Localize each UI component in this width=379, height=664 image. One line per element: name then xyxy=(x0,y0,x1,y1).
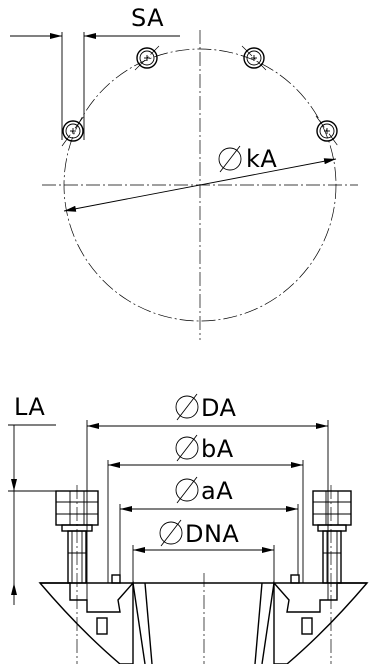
bolt-right xyxy=(312,490,352,584)
diameter-symbol xyxy=(159,519,183,547)
sa-label: SA xyxy=(131,4,164,32)
diameter-symbol xyxy=(175,434,199,462)
diameter-symbol xyxy=(218,145,242,173)
ka-dimension: kA xyxy=(63,145,337,212)
bolt-hole xyxy=(134,45,160,71)
ba-label: bA xyxy=(201,435,234,463)
la-dimension: LA xyxy=(8,393,56,605)
da-label: DA xyxy=(201,394,237,422)
aa-label: aA xyxy=(201,477,233,505)
dna-dimension: DNA xyxy=(132,519,275,583)
flange-section-right xyxy=(273,581,369,664)
bolt-hole xyxy=(61,115,85,147)
bolt-hole xyxy=(241,45,267,71)
flange-section-left xyxy=(38,581,134,664)
section-view: LA DA bA xyxy=(8,393,369,664)
ba-dimension: bA xyxy=(107,434,304,583)
bolt-left xyxy=(55,490,99,584)
dna-label: DNA xyxy=(185,520,239,548)
la-label: LA xyxy=(14,393,45,421)
diameter-symbol xyxy=(175,476,199,504)
bolt-hole xyxy=(315,115,339,147)
top-view: SA kA xyxy=(10,4,358,340)
diameter-symbol xyxy=(175,393,199,421)
aa-dimension: aA xyxy=(119,476,299,575)
ka-label: kA xyxy=(246,145,277,173)
da-dimension: DA xyxy=(86,393,329,600)
sa-dimension: SA xyxy=(10,4,180,140)
